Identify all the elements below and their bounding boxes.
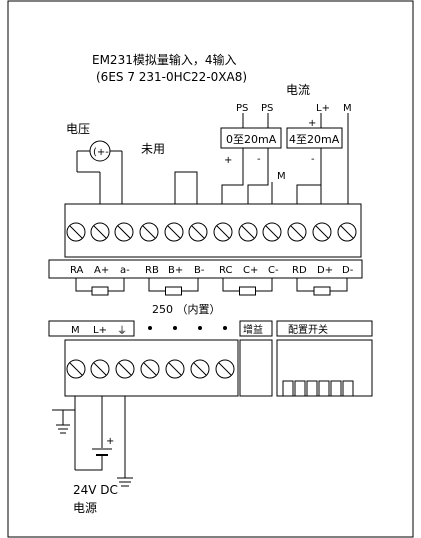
- terminal-label: RA: [70, 265, 84, 276]
- gain-potentiometer[interactable]: [239, 339, 273, 397]
- wire-unused-loop: [174, 171, 198, 204]
- upper-screw-terminal[interactable]: [213, 222, 233, 242]
- power-terminal-l-plus: L+: [93, 325, 107, 336]
- upper-screw-terminal[interactable]: [238, 222, 258, 242]
- lower-screw-terminal[interactable]: [90, 359, 110, 379]
- resistor-value-label: 250 （内置）: [152, 302, 221, 316]
- transmitter-a-plus-sign: +: [224, 155, 232, 166]
- transmitter-4-20ma: [286, 127, 343, 149]
- upper-screw-terminal[interactable]: [287, 222, 307, 242]
- outer-frame: [7, 0, 414, 538]
- terminal-label: D+: [317, 265, 333, 276]
- terminal-label: B-: [194, 265, 205, 276]
- resistor-250: [148, 278, 199, 296]
- dip-switch[interactable]: [306, 380, 318, 397]
- dip-switch[interactable]: [294, 380, 306, 397]
- config-label-box: [276, 320, 373, 337]
- power-source-label: 电源: [73, 501, 97, 515]
- module-title: EM231模拟量输入，4输入: [92, 52, 236, 67]
- config-switch-label: 配置开关: [288, 323, 328, 336]
- battery-plus-sign: +: [106, 436, 114, 447]
- terminal-label: D-: [342, 265, 354, 276]
- transmitter-b-minus-sign: -: [311, 154, 315, 165]
- wire-battery-to-m: [75, 455, 103, 471]
- upper-screw-terminal[interactable]: [114, 222, 134, 242]
- transmitter-a-minus-sign: -: [257, 154, 261, 165]
- dot-4: [223, 326, 227, 330]
- upper-screw-terminal[interactable]: [312, 222, 332, 242]
- dip-switch[interactable]: [342, 380, 354, 397]
- power-terminal-m: M: [71, 325, 80, 336]
- unused-label: 未用: [141, 142, 165, 156]
- voltage-label: 电压: [66, 122, 90, 136]
- lower-screw-terminal[interactable]: [190, 359, 210, 379]
- gain-label-box: [239, 320, 273, 337]
- resistor-250: [296, 278, 348, 296]
- lower-screw-terminal[interactable]: [140, 359, 160, 379]
- upper-screw-terminal[interactable]: [188, 222, 208, 242]
- terminal-label: a-: [120, 265, 130, 276]
- transmitter-b-plus-sign: +: [308, 118, 316, 129]
- l-plus-label: L+: [316, 103, 330, 114]
- module-order-number: (6ES 7 231-0HC22-0XA8): [96, 70, 247, 84]
- lower-screw-terminal[interactable]: [165, 359, 185, 379]
- lower-screw-terminal[interactable]: [66, 359, 86, 379]
- wire-transmitter-a-plus: [221, 148, 244, 204]
- transmitter-0-20ma: [220, 127, 282, 149]
- voltage-source-symbol: (+-: [93, 147, 109, 158]
- transmitter-0-20ma-label: 0至20mA: [226, 133, 277, 146]
- terminal-label: RC: [219, 265, 232, 276]
- dip-switch[interactable]: [318, 380, 330, 397]
- upper-terminal-labels: RA A+ a- RB B+ B- RC C+ C- RD D+ D-: [70, 265, 354, 276]
- battery-icon: [92, 448, 112, 456]
- dot-2: [173, 326, 177, 330]
- ground-right-icon: [117, 477, 133, 487]
- terminal-label: RD: [292, 265, 307, 276]
- terminal-label: RB: [145, 265, 159, 276]
- ps-label-1: PS: [236, 103, 248, 114]
- upper-screw-terminal[interactable]: [164, 222, 184, 242]
- dip-switch[interactable]: [330, 380, 342, 397]
- wire-transmitter-a-minus: [247, 148, 269, 204]
- upper-terminal-block: [64, 203, 362, 258]
- ground-left-icon: [56, 424, 70, 434]
- wire-transmitter-b-minus: [296, 148, 322, 204]
- terminal-label: A+: [94, 265, 109, 276]
- upper-screw-row: [66, 222, 357, 242]
- m-label-mid: M: [277, 171, 286, 182]
- upper-screw-terminal[interactable]: [66, 222, 86, 242]
- terminal-label: B+: [168, 265, 183, 276]
- upper-screw-terminal[interactable]: [90, 222, 110, 242]
- upper-screw-terminal[interactable]: [139, 222, 159, 242]
- resistor-250: [222, 278, 273, 296]
- resistor-250: [75, 278, 125, 296]
- dip-switch-row: [282, 380, 354, 397]
- lower-screw-row: [66, 359, 235, 379]
- m-label-top: M: [343, 103, 352, 114]
- ps-label-2: PS: [261, 103, 273, 114]
- lower-screw-terminal[interactable]: [215, 359, 235, 379]
- dot-1: [148, 326, 152, 330]
- upper-screw-terminal[interactable]: [262, 222, 282, 242]
- dip-switch[interactable]: [282, 380, 294, 397]
- lower-screw-terminal[interactable]: [115, 359, 135, 379]
- current-label: 电流: [286, 83, 310, 97]
- power-terminal-ground-icon: ⏚: [117, 325, 127, 337]
- power-label-strip: [48, 320, 135, 337]
- upper-label-strip: [48, 259, 363, 279]
- transmitter-4-20ma-label: 4至20mA: [289, 133, 340, 146]
- upper-screw-terminal[interactable]: [337, 222, 357, 242]
- power-voltage-label: 24V DC: [73, 483, 118, 497]
- internal-resistors: [75, 278, 348, 296]
- dot-3: [198, 326, 202, 330]
- terminal-label: C-: [268, 265, 279, 276]
- terminal-label: C+: [243, 265, 258, 276]
- gain-label: 增益: [243, 323, 263, 336]
